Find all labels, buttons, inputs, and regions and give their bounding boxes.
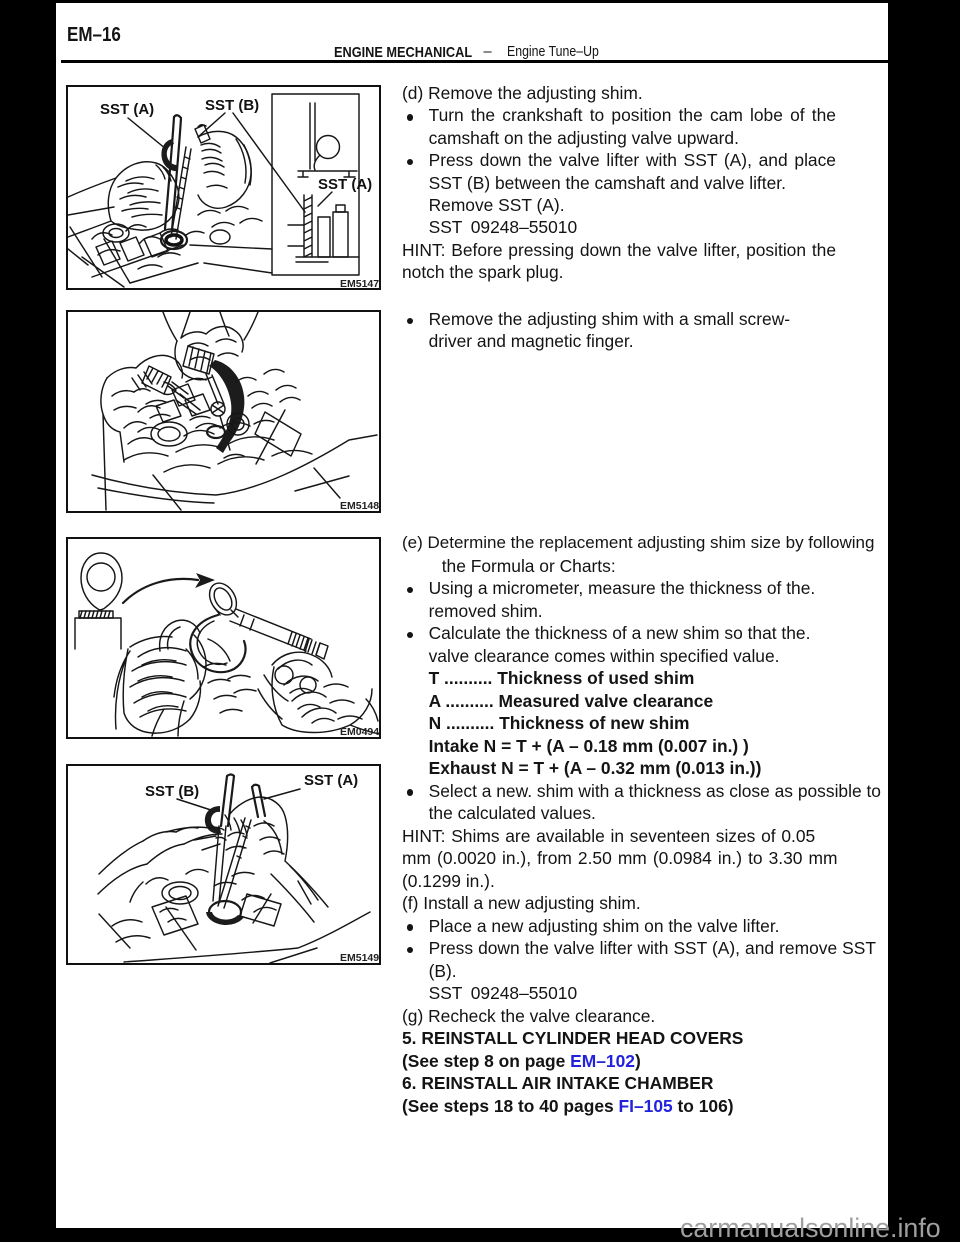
svg-text:SST (A): SST (A)	[100, 101, 154, 118]
svg-text:EM5147: EM5147	[340, 278, 379, 288]
svg-text:EM5148: EM5148	[340, 500, 379, 511]
svg-text:SST (B): SST (B)	[145, 783, 199, 800]
svg-text:SST (B): SST (B)	[205, 97, 259, 114]
svg-text:SST (A): SST (A)	[318, 176, 372, 193]
svg-text:EM5149: EM5149	[340, 952, 379, 963]
svg-text:SST (A): SST (A)	[304, 772, 358, 789]
svg-text:EM0494: EM0494	[340, 726, 379, 737]
